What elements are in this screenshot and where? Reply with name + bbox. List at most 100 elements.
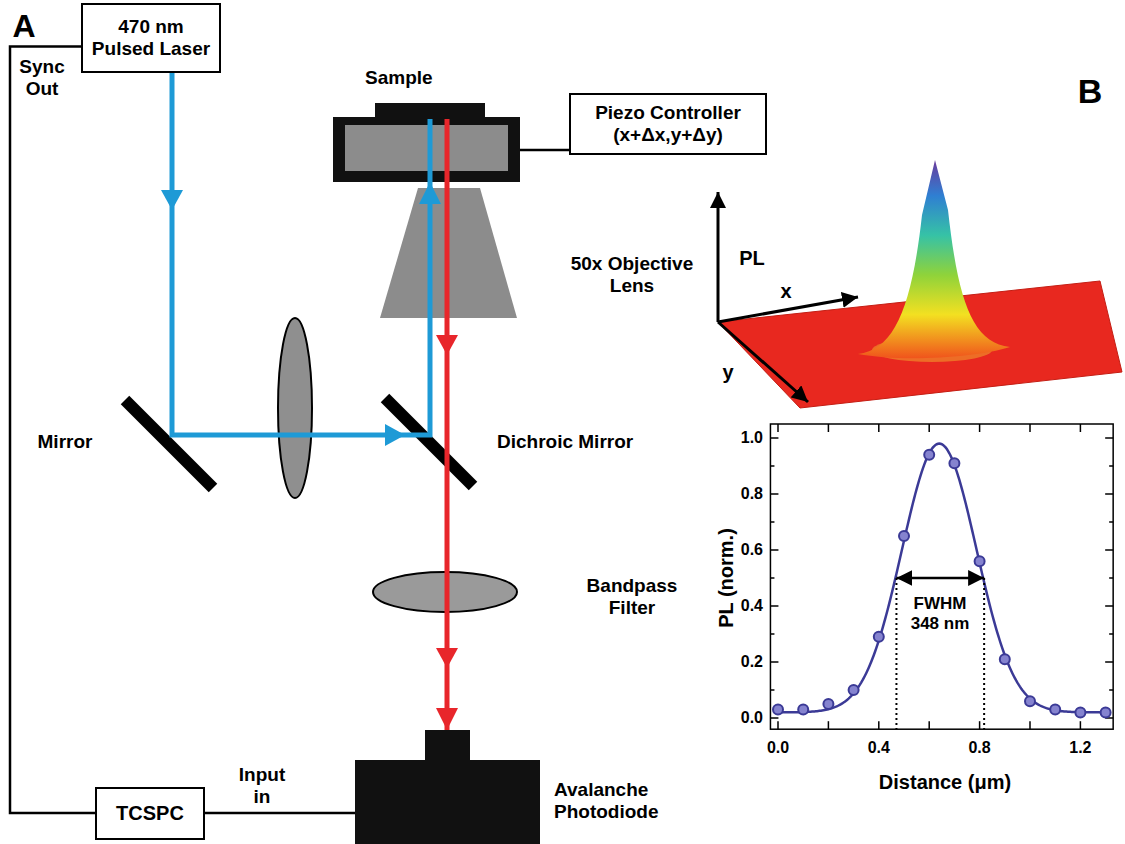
- axis-label: y: [722, 361, 733, 384]
- sample-piece: [375, 103, 485, 119]
- part-label: 50x Objective Lens: [557, 253, 707, 297]
- tick: [770, 493, 778, 495]
- plot-frame: [770, 424, 1113, 729]
- data-point: [899, 531, 909, 541]
- emission-beam: [445, 119, 450, 182]
- controller-box: Piezo Controller (x+Δx,y+Δy): [569, 93, 767, 155]
- tick: [1105, 493, 1113, 495]
- excitation-beam: [428, 119, 433, 182]
- emission-beam: [445, 182, 450, 730]
- sync-wire: [10, 46, 95, 813]
- gaussian-fit: [778, 444, 1106, 713]
- data-point: [975, 556, 985, 566]
- panel-letter: A: [12, 8, 35, 45]
- pl-profile-plot: [770, 424, 1113, 729]
- tick: [1105, 605, 1113, 607]
- tick: [878, 721, 880, 729]
- tick: [928, 721, 930, 729]
- sample-stage: Sample: [333, 103, 520, 182]
- stage-window: [345, 125, 508, 171]
- node-label: Avalanche Photodiode: [554, 779, 679, 823]
- tick: [1080, 721, 1082, 729]
- tick: [928, 424, 930, 432]
- tick-label: 0.0: [741, 709, 763, 727]
- detector-body: [355, 760, 540, 844]
- node-label: Piezo Controller (x+Δx,y+Δy): [579, 102, 757, 146]
- data-point: [823, 699, 833, 709]
- pl-map-peak: [858, 160, 1010, 358]
- tick: [1109, 521, 1113, 523]
- fwhm-arrow: [896, 577, 984, 580]
- fwhm-label: FWHM 348 nm: [904, 594, 976, 633]
- tick: [770, 633, 774, 635]
- data-point: [949, 458, 959, 468]
- axis-label: x: [780, 280, 791, 303]
- tick-label: 0.6: [741, 541, 763, 559]
- tick: [770, 521, 774, 523]
- laser-box: 470 nm Pulsed Laser: [81, 3, 221, 73]
- avalanche-photodiode-shape: [355, 730, 540, 844]
- fwhm-guide: [895, 578, 897, 729]
- tick: [770, 717, 778, 719]
- data-point: [1075, 707, 1085, 717]
- data-point: [849, 685, 859, 695]
- sample-stage-shape: [333, 103, 520, 182]
- part-label: Bandpass Filter: [577, 575, 687, 619]
- tick-label: 0.4: [868, 739, 890, 757]
- tick: [770, 689, 774, 691]
- stage-frame: [333, 117, 520, 182]
- mirror: [125, 400, 213, 488]
- tick-label: 1.2: [1069, 739, 1091, 757]
- part-label: Mirror: [38, 431, 93, 453]
- node-label: TCSPC: [116, 802, 184, 825]
- tick: [1029, 721, 1031, 729]
- tick: [828, 424, 830, 432]
- tick: [777, 721, 779, 729]
- data-point: [773, 705, 783, 715]
- panel-letter: B: [1078, 72, 1103, 111]
- part-label: Dichroic Mirror: [497, 431, 633, 453]
- tick-label: 0.8: [741, 485, 763, 503]
- axis-title: Distance (μm): [879, 771, 1011, 794]
- detector-window: [425, 730, 470, 762]
- tick: [1109, 633, 1113, 635]
- wire-label: Sync Out: [14, 56, 70, 100]
- data-point: [1101, 707, 1111, 717]
- tick: [979, 721, 981, 729]
- tick-label: 0.4: [741, 597, 763, 615]
- tick: [1105, 437, 1113, 439]
- focusing-lens: [278, 318, 312, 498]
- data-point: [924, 450, 934, 460]
- tick: [770, 577, 774, 579]
- tick: [1109, 689, 1113, 691]
- data-point: [1025, 696, 1035, 706]
- tick: [979, 424, 981, 432]
- node-label: 470 nm Pulsed Laser: [91, 16, 211, 60]
- piezo-cable: [520, 149, 569, 152]
- tick: [1109, 577, 1113, 579]
- axis-arrow: [717, 192, 720, 322]
- fwhm-guide: [983, 578, 985, 729]
- node-label: Sample: [365, 67, 433, 89]
- tick: [1109, 465, 1113, 467]
- tick: [770, 465, 774, 467]
- data-point: [1050, 705, 1060, 715]
- tick: [1029, 424, 1031, 432]
- tick: [770, 437, 778, 439]
- axis-title: PL (norm.): [715, 528, 738, 628]
- data-point: [798, 705, 808, 715]
- axis-label: PL: [739, 247, 765, 270]
- tick: [770, 605, 778, 607]
- tick: [770, 549, 778, 551]
- tick: [777, 424, 779, 432]
- data-point: [874, 632, 884, 642]
- tcspc-box: TCSPC: [95, 787, 205, 840]
- tick: [770, 661, 778, 663]
- tick: [1105, 661, 1113, 663]
- tick-label: 1.0: [741, 429, 763, 447]
- tick: [1080, 424, 1082, 432]
- tick-label: 0.8: [968, 739, 990, 757]
